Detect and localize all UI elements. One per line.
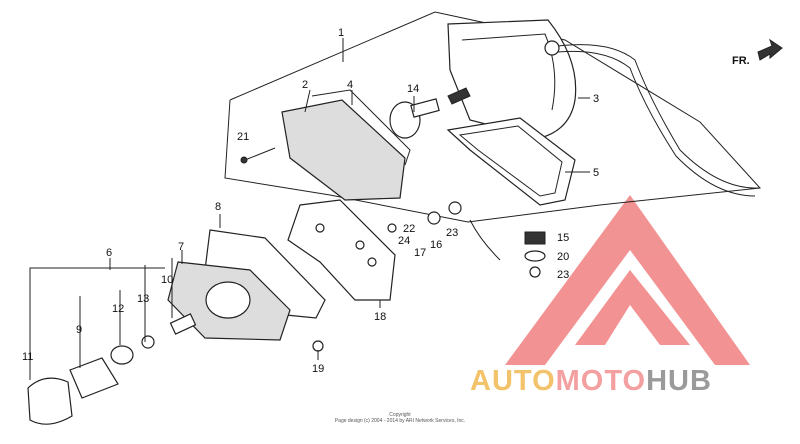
callout-2: 2 [302,79,308,91]
tail-lens [281,89,411,201]
callout-12: 12 [112,303,124,315]
callout-4: 4 [347,79,353,91]
copyright-text: Page design (c) 2004 - 2014 by ARI Netwo… [334,418,466,424]
callout-20: 20 [557,251,569,263]
brand-part-moto: MOTO [555,365,647,397]
socket-set [27,313,197,425]
callout-labels: 1 2 3 4 5 6 7 8 9 10 11 12 13 14 15 16 1… [22,27,599,375]
callout-23-lower: 23 [557,269,569,281]
callout-24: 24 [398,235,410,247]
callout-13: 13 [137,293,149,305]
callout-5: 5 [593,167,599,179]
callout-15: 15 [557,232,569,244]
callout-10: 10 [161,274,173,286]
brand-part-auto: AUTO [470,365,556,397]
callout-11: 11 [22,351,33,363]
callout-3: 3 [593,93,599,105]
callout-18: 18 [374,311,386,323]
watermark-logo [505,195,750,365]
direction-indicator: FR. [732,38,783,67]
callout-9: 9 [76,324,82,336]
callout-17: 17 [414,247,426,259]
callout-7: 7 [178,241,184,253]
lens-gasket [446,117,576,206]
callout-8: 8 [215,201,221,213]
callout-23-upper: 23 [446,227,458,239]
callout-1: 1 [338,27,344,39]
callout-21: 21 [237,131,249,143]
watermark-brand: AUTOMOTOHUB [470,365,712,398]
callout-16: 16 [430,239,442,251]
lamp-bulb [389,87,471,139]
copyright-notice: Copyright Page design (c) 2004 - 2014 by… [300,412,500,424]
leader-lines [29,38,590,380]
svg-text:FR.: FR. [732,55,750,67]
callout-19: 19 [312,363,324,375]
callout-6: 6 [106,247,112,259]
callout-22: 22 [403,223,415,235]
license-light-base [167,229,326,341]
license-bracket [287,199,396,301]
fasteners [312,201,546,352]
copyright-title: Copyright [389,412,411,418]
brand-part-hub: HUB [646,365,712,397]
callout-14: 14 [407,83,419,95]
